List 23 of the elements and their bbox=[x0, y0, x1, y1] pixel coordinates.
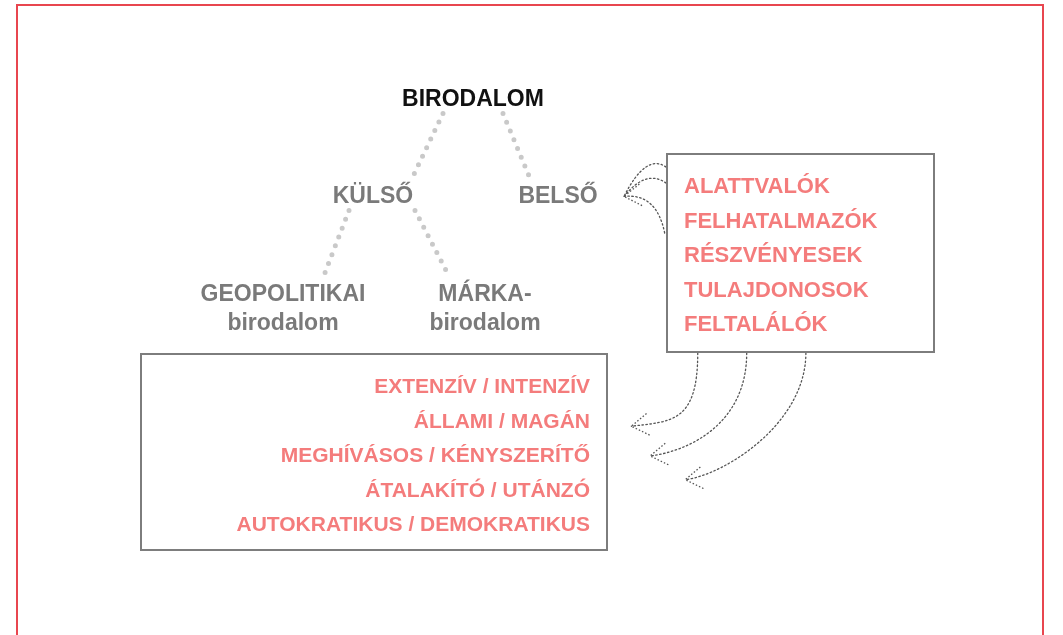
dotted-arrow bbox=[649, 352, 748, 465]
node-label: GEOPOLITIKAI bbox=[199, 279, 367, 308]
node-label: KÜLSŐ bbox=[313, 181, 433, 209]
list-item: RÉSZVÉNYESEK bbox=[684, 241, 864, 269]
list-item: ÁTALAKÍTÓ / UTÁNZÓ bbox=[364, 476, 590, 503]
list-item: FELHATALMAZÓK bbox=[684, 206, 879, 235]
list-box bbox=[140, 353, 608, 551]
list-item: MEGHÍVÁSOS / KÉNYSZERÍTŐ bbox=[279, 442, 590, 468]
node-label: BIRODALOM bbox=[373, 84, 573, 112]
list-item: AUTOKRATIKUS / DEMOKRATIKUS bbox=[235, 511, 590, 537]
node-sublabel: birodalom bbox=[428, 308, 542, 337]
node-label: BELSŐ bbox=[503, 181, 613, 209]
dotted-arrow bbox=[630, 352, 699, 436]
dotted-arrow bbox=[623, 162, 667, 234]
node-label: MÁRKA- bbox=[437, 279, 533, 308]
list-item: EXTENZÍV / INTENZÍV bbox=[373, 373, 590, 399]
list-item: ALATTVALÓK bbox=[684, 172, 831, 200]
list-item: ÁLLAMI / MAGÁN bbox=[412, 407, 590, 434]
node-sublabel: birodalom bbox=[226, 308, 340, 337]
list-item: FELTALÁLÓK bbox=[684, 310, 829, 338]
list-item: TULAJDONOSOK bbox=[684, 275, 870, 304]
dotted-arrow bbox=[684, 352, 807, 488]
list-box bbox=[666, 153, 935, 353]
